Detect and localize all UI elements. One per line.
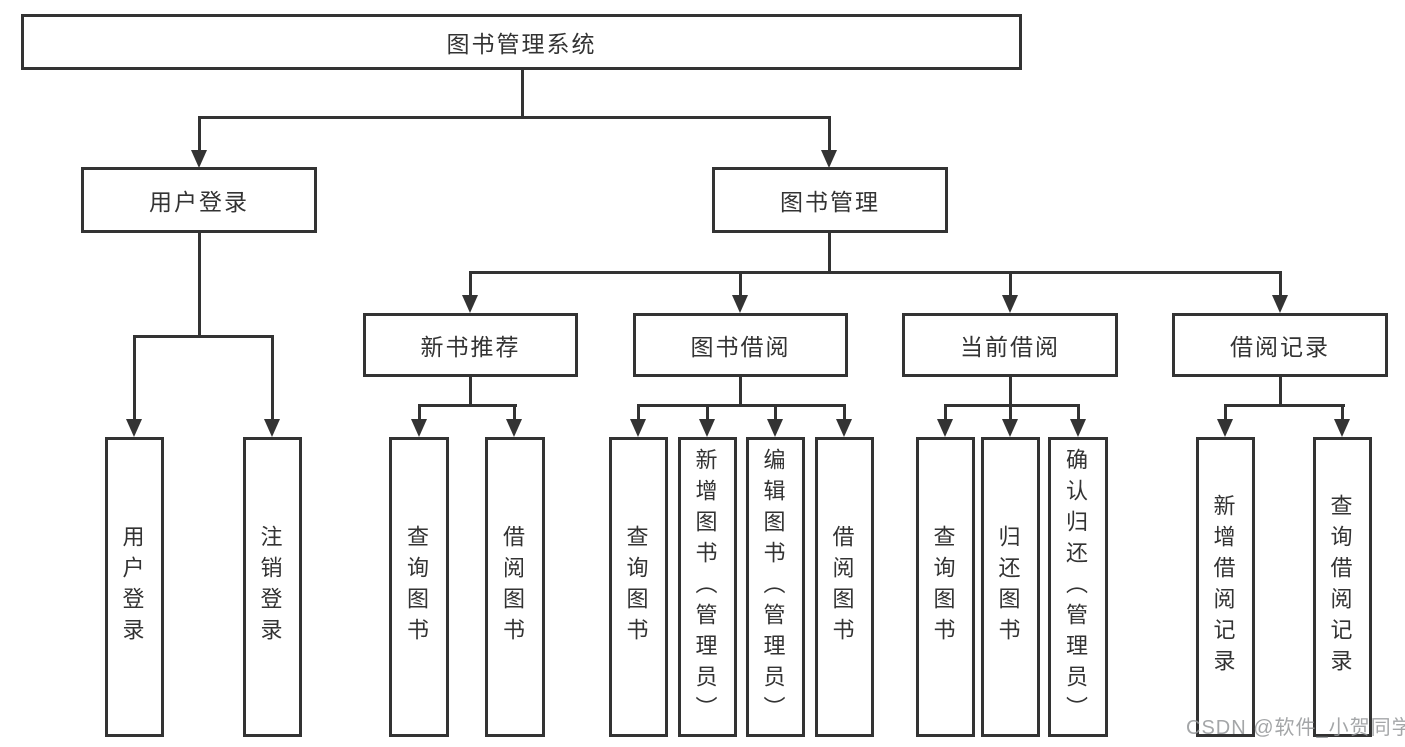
node-leaf-query-record-label: 查询借阅记录 <box>1327 494 1353 680</box>
node-leaf-add-record: 新增借阅记录 <box>1196 437 1255 737</box>
node-leaf-query-book-3-label: 查询图书 <box>930 525 956 649</box>
connector-queryrecord-stem <box>1341 404 1344 421</box>
node-leaf-query-book-2: 查询图书 <box>609 437 668 737</box>
connector-borrowrecords-stem <box>1279 271 1282 297</box>
node-leaf-query-book-1-label: 查询图书 <box>404 525 429 649</box>
node-borrow-records: 借阅记录 <box>1172 313 1388 377</box>
node-book-borrow: 图书借阅 <box>633 313 848 377</box>
arrowhead-bookborrow <box>732 295 748 313</box>
connector-borrowrecords-down <box>1279 377 1282 407</box>
node-leaf-confirm-return: 确认归还（管理员） <box>1048 437 1108 737</box>
node-leaf-query-book-3: 查询图书 <box>916 437 975 737</box>
node-book-mgmt: 图书管理 <box>712 167 948 233</box>
arrowhead-leaf-logout <box>264 419 280 437</box>
node-leaf-query-record: 查询借阅记录 <box>1313 437 1372 737</box>
connector-addrecord-stem <box>1224 404 1227 421</box>
node-leaf-borrow-book-1-label: 借阅图书 <box>500 525 525 649</box>
arrowhead-newbookrec <box>462 295 478 313</box>
node-leaf-add-record-label: 新增借阅记录 <box>1210 494 1236 680</box>
connector-level2-bus <box>198 116 831 119</box>
connector-editbook-stem <box>774 404 777 421</box>
arrowhead-confirmreturn <box>1070 419 1086 437</box>
node-new-book-rec-label: 新书推荐 <box>420 334 521 360</box>
node-leaf-add-book: 新增图书（管理员） <box>678 437 737 737</box>
connector-level3-bus <box>469 271 1282 274</box>
connector-newbookrec-stem <box>469 271 472 297</box>
node-book-mgmt-label: 图书管理 <box>780 189 880 215</box>
arrowhead-leaf-userlogin <box>126 419 142 437</box>
arrowhead-queryrecord <box>1334 419 1350 437</box>
node-user-login-label: 用户登录 <box>149 189 249 215</box>
node-leaf-borrow-book-2: 借阅图书 <box>815 437 874 737</box>
node-current-borrow: 当前借阅 <box>902 313 1118 377</box>
connector-bookmgmt-down <box>828 233 831 274</box>
connector-newbookrec-down <box>469 377 472 407</box>
node-leaf-return-book-label: 归还图书 <box>995 525 1021 649</box>
arrowhead-borrowrecords <box>1272 295 1288 313</box>
connector-q1-stem <box>418 404 421 421</box>
node-leaf-logout: 注销登录 <box>243 437 302 737</box>
connector-q3-stem <box>944 404 947 421</box>
connector-userlogin-bus <box>133 335 274 338</box>
node-leaf-user-login-label: 用户登录 <box>119 525 145 649</box>
arrowhead-bookmgmt <box>821 150 837 168</box>
arrowhead-editbook <box>767 419 783 437</box>
connector-b2-stem <box>843 404 846 421</box>
connector-bookborrow-bus <box>637 404 846 407</box>
connector-root-stem <box>521 69 524 118</box>
node-current-borrow-label: 当前借阅 <box>960 334 1060 360</box>
node-leaf-query-book-1: 查询图书 <box>389 437 449 737</box>
node-leaf-confirm-return-label: 确认归还（管理员） <box>1063 447 1088 727</box>
connector-confirmreturn-stem <box>1077 404 1080 421</box>
connector-currentborrow-down <box>1009 377 1012 407</box>
connector-bookborrow-stem <box>739 271 742 297</box>
arrowhead-q2 <box>630 419 646 437</box>
connector-borrowrecords-bus <box>1224 404 1345 407</box>
arrowhead-currentborrow <box>1002 295 1018 313</box>
node-leaf-return-book: 归还图书 <box>981 437 1040 737</box>
arrowhead-userlogin <box>191 150 207 168</box>
connector-bookborrow-down <box>739 377 742 407</box>
node-leaf-borrow-book-1: 借阅图书 <box>485 437 545 737</box>
node-new-book-rec: 新书推荐 <box>363 313 578 377</box>
node-root: 图书管理系统 <box>21 14 1022 70</box>
arrowhead-addbook <box>699 419 715 437</box>
connector-newbookrec-bus <box>418 404 517 407</box>
arrowhead-b2 <box>836 419 852 437</box>
node-leaf-user-login: 用户登录 <box>105 437 164 737</box>
connector-bookmgmt-stem <box>828 116 831 152</box>
node-user-login: 用户登录 <box>81 167 317 233</box>
connector-b1-stem <box>513 404 516 421</box>
csdn-watermark: CSDN @软件_小贺同学 <box>1186 717 1405 739</box>
arrowhead-returnbook <box>1002 419 1018 437</box>
node-book-borrow-label: 图书借阅 <box>690 334 791 360</box>
node-leaf-edit-book-label: 编辑图书（管理员） <box>760 447 786 727</box>
node-leaf-edit-book: 编辑图书（管理员） <box>746 437 805 737</box>
connector-leaf-logout-stem <box>271 335 274 421</box>
node-root-label: 图书管理系统 <box>446 31 597 57</box>
arrowhead-b1 <box>506 419 522 437</box>
connector-leaf-userlogin-stem <box>133 335 136 421</box>
connector-currentborrow-bus <box>944 404 1080 407</box>
node-leaf-query-book-2-label: 查询图书 <box>623 525 649 649</box>
node-leaf-add-book-label: 新增图书（管理员） <box>692 447 718 727</box>
arrowhead-q1 <box>411 419 427 437</box>
arrowhead-q3 <box>937 419 953 437</box>
arrowhead-addrecord <box>1217 419 1233 437</box>
connector-userlogin-down <box>198 233 201 337</box>
node-leaf-logout-label: 注销登录 <box>257 525 283 649</box>
connector-returnbook-stem <box>1009 404 1012 421</box>
node-leaf-borrow-book-2-label: 借阅图书 <box>829 525 855 649</box>
connector-q2-stem <box>637 404 640 421</box>
connector-currentborrow-stem <box>1009 271 1012 297</box>
connector-addbook-stem <box>706 404 709 421</box>
node-borrow-records-label: 借阅记录 <box>1230 334 1330 360</box>
connector-userlogin-stem <box>198 116 201 152</box>
